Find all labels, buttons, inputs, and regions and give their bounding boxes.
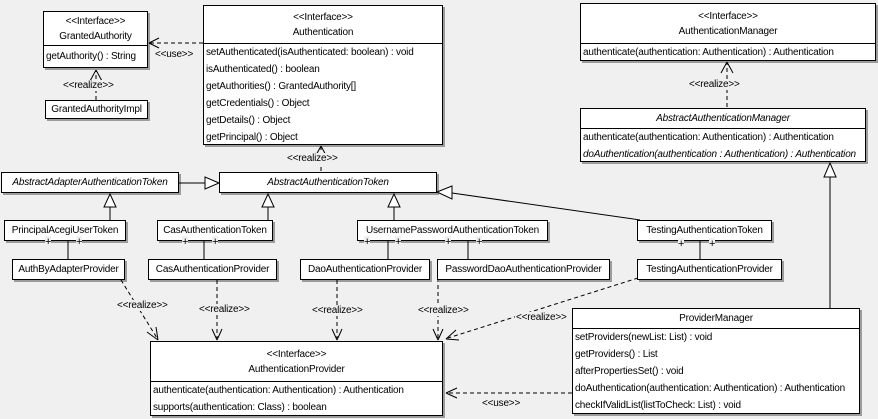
edge-use-authentication-grantedauthority bbox=[148, 37, 203, 49]
class-name: UsernamePasswordAuthenticationToken bbox=[365, 224, 540, 236]
edge-realize-authbyadapterprovider bbox=[120, 279, 159, 341]
class-title: <<Interface>> Authentication bbox=[204, 6, 442, 44]
association-plus-label: + bbox=[364, 236, 371, 248]
class-name: PasswordDaoAuthenticationProvider bbox=[445, 263, 602, 275]
method-compartment: setProviders(newList: List) : void getPr… bbox=[573, 329, 859, 414]
edge-realize-testingprovider bbox=[445, 277, 639, 341]
association-plus-label: + bbox=[678, 238, 685, 250]
class-name: AbstractAdapterAuthenticationToken bbox=[12, 176, 168, 188]
association-plus-label: + bbox=[709, 238, 716, 250]
class-dao-authentication-provider: DaoAuthenticationProvider bbox=[300, 259, 430, 280]
stereotype-label: <<Interface>> bbox=[65, 15, 126, 27]
class-name: GrantedAuthority bbox=[59, 30, 132, 42]
class-name: AuthenticationProvider bbox=[248, 363, 345, 375]
class-name: CasAuthenticationProvider bbox=[155, 263, 270, 275]
class-title: <<Interface>> AuthenticationProvider bbox=[151, 342, 442, 382]
class-username-password-authentication-token: UsernamePasswordAuthenticationToken bbox=[357, 220, 548, 241]
class-name: CasAuthenticationToken bbox=[163, 224, 267, 236]
method-compartment: authenticate(authentication: Authenticat… bbox=[151, 382, 442, 416]
stereotype-label: <<Interface>> bbox=[293, 11, 353, 23]
class-cas-authentication-provider: CasAuthenticationProvider bbox=[148, 259, 277, 280]
class-authentication: <<Interface>> Authentication setAuthenti… bbox=[203, 5, 443, 145]
class-name: GrantedAuthorityImpl bbox=[51, 103, 142, 115]
method: checkIfValidList(listToCheck: List) : vo… bbox=[575, 400, 741, 411]
class-name: TestingAuthenticationProvider bbox=[646, 263, 773, 275]
use-stereotype-label: <<use>> bbox=[481, 398, 522, 409]
class-testing-authentication-provider: TestingAuthenticationProvider bbox=[637, 259, 782, 280]
class-name: AbstractAuthenticationManager bbox=[656, 113, 790, 124]
class-authentication-provider: <<Interface>> AuthenticationProvider aut… bbox=[150, 341, 443, 416]
class-name: TestingAuthenticationToken bbox=[646, 224, 763, 236]
method: authenticate(authentication: Authenticat… bbox=[583, 47, 834, 58]
class-title: AbstractAuthenticationManager bbox=[581, 109, 865, 129]
stereotype-label: <<Interface>> bbox=[698, 10, 758, 22]
edge-use-providermanager-authenticationprovider bbox=[445, 387, 572, 399]
edge-gen-castoken bbox=[261, 192, 275, 220]
method-compartment: authenticate(authentication: Authenticat… bbox=[581, 44, 875, 61]
edge-gen-testingtoken bbox=[435, 185, 641, 221]
method-compartment: getAuthority() : String bbox=[44, 46, 147, 67]
class-name: ProviderManager bbox=[679, 313, 753, 324]
edge-gen-usernamepasswordtoken bbox=[387, 192, 401, 220]
method: setAuthenticated(isAuthenticated: boolea… bbox=[206, 47, 414, 58]
method: setProviders(newList: List) : void bbox=[575, 332, 713, 343]
association-plus-label: + bbox=[476, 236, 483, 248]
method: doAuthentication(authentication : Authen… bbox=[583, 149, 856, 160]
realize-stereotype-label: <<realize>> bbox=[688, 79, 741, 90]
class-name: DaoAuthenticationProvider bbox=[308, 263, 422, 275]
class-name: PrincipalAcegiUserToken bbox=[11, 224, 119, 236]
class-provider-manager: ProviderManager setProviders(newList: Li… bbox=[572, 308, 860, 414]
class-testing-authentication-token: TestingAuthenticationToken bbox=[637, 220, 772, 241]
class-title: ProviderManager bbox=[573, 309, 859, 329]
class-granted-authority: <<Interface>> GrantedAuthority getAuthor… bbox=[43, 11, 148, 68]
class-abstract-authentication-manager: AbstractAuthenticationManager authentica… bbox=[580, 108, 866, 162]
method: doAuthentication(authentication: Authent… bbox=[575, 383, 845, 394]
class-auth-by-adapter-provider: AuthByAdapterProvider bbox=[12, 259, 125, 280]
stereotype-label: <<Interface>> bbox=[266, 348, 327, 360]
class-abstract-adapter-authentication-token: AbstractAdapterAuthenticationToken bbox=[1, 172, 179, 193]
class-abstract-authentication-token: AbstractAuthenticationToken bbox=[219, 172, 437, 193]
class-title: <<Interface>> GrantedAuthority bbox=[44, 12, 147, 46]
method: getPrincipal() : Object bbox=[206, 132, 298, 143]
method: getCredentials() : Object bbox=[206, 98, 310, 109]
realize-stereotype-label: <<realize>> bbox=[417, 305, 470, 316]
method: getDetails() : Object bbox=[206, 115, 291, 126]
use-stereotype-label: <<use>> bbox=[154, 49, 195, 60]
class-authentication-manager: <<Interface>> AuthenticationManager auth… bbox=[580, 3, 876, 61]
association-plus-label: + bbox=[212, 236, 219, 248]
association-plus-label: + bbox=[395, 236, 402, 248]
realize-stereotype-label: <<realize>> bbox=[515, 312, 568, 323]
association-plus-label: + bbox=[182, 236, 189, 248]
edge-gen-providermanager bbox=[823, 161, 837, 308]
realize-stereotype-label: <<realize>> bbox=[198, 304, 251, 315]
realize-stereotype-label: <<realize>> bbox=[286, 153, 339, 164]
edge-gen-adaptertoken-abstracttoken bbox=[179, 176, 221, 190]
method: authenticate(authentication: Authenticat… bbox=[583, 132, 834, 143]
association-plus-label: + bbox=[76, 236, 83, 248]
class-granted-authority-impl: GrantedAuthorityImpl bbox=[45, 100, 148, 119]
class-title: <<Interface>> AuthenticationManager bbox=[581, 4, 875, 44]
class-name: Authentication bbox=[292, 26, 354, 38]
method: afterPropertiesSet() : void bbox=[575, 366, 684, 377]
class-password-dao-authentication-provider: PasswordDaoAuthenticationProvider bbox=[437, 259, 610, 280]
method-compartment: authenticate(authentication: Authenticat… bbox=[581, 129, 865, 163]
class-name: AuthByAdapterProvider bbox=[18, 263, 119, 275]
method-compartment: setAuthenticated(isAuthenticated: boolea… bbox=[204, 44, 442, 146]
association-plus-label: + bbox=[45, 236, 52, 248]
method: isAuthenticated() : boolean bbox=[206, 64, 320, 75]
association-plus-label: + bbox=[445, 236, 452, 248]
class-name: AbstractAuthenticationToken bbox=[267, 176, 389, 188]
class-principal-acegi-user-token: PrincipalAcegiUserToken bbox=[4, 220, 126, 241]
method: supports(authentication: Class) : boolea… bbox=[153, 402, 327, 413]
realize-stereotype-label: <<realize>> bbox=[116, 300, 169, 311]
method: getProviders() : List bbox=[575, 349, 658, 360]
class-name: AuthenticationManager bbox=[678, 25, 778, 37]
method: getAuthority() : String bbox=[46, 51, 136, 62]
realize-stereotype-label: <<realize>> bbox=[62, 80, 115, 91]
edge-gen-principaltoken bbox=[103, 192, 117, 220]
method: authenticate(authentication: Authenticat… bbox=[153, 385, 404, 396]
realize-stereotype-label: <<realize>> bbox=[311, 305, 364, 316]
method: getAuthorities() : GrantedAuthority[] bbox=[206, 81, 356, 92]
